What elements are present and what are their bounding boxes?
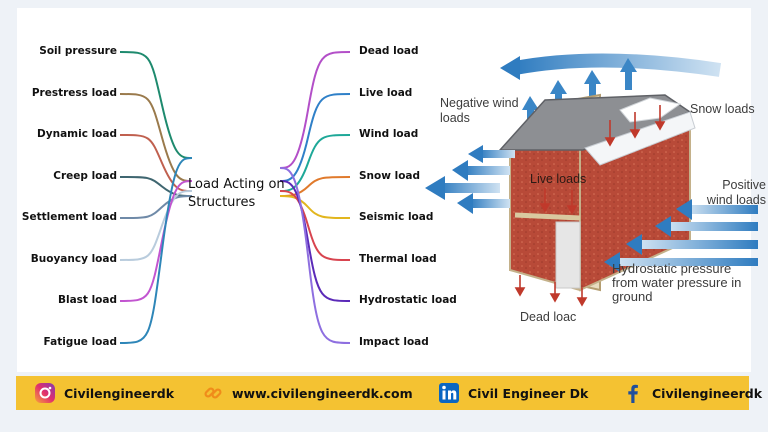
center-title: Load Acting on Structures	[188, 177, 285, 210]
right-load-label: Thermal load	[359, 253, 437, 265]
left-load-label: Prestress load	[31, 87, 117, 99]
instagram-icon	[35, 383, 55, 403]
suction-wind-arrows	[425, 145, 515, 214]
positive-wind-arrows	[604, 199, 758, 272]
left-load-label: Buoyancy load	[30, 253, 117, 265]
right-load-label: Live load	[359, 87, 413, 99]
left-load-label: Blast load	[57, 294, 117, 306]
live-loads-label: Live loads	[530, 172, 587, 186]
left-connector-line	[119, 180, 193, 302]
instagram-handle: Civilengineerdk	[64, 385, 175, 401]
linkedin-link[interactable]: Civil Engineer Dk	[438, 376, 588, 410]
link-icon	[204, 387, 222, 399]
facebook-link[interactable]: Civilengineerdk	[622, 376, 762, 410]
linkedin-icon	[439, 383, 459, 403]
right-load-label: Impact load	[359, 336, 429, 348]
left-load-label: Fatigue load	[43, 336, 117, 348]
right-connector-line	[279, 167, 351, 344]
negative-wind-label: Negative wind loads	[440, 96, 519, 125]
left-connector-line	[119, 190, 193, 261]
website-url: www.civilengineerdk.com	[232, 385, 413, 401]
snow-loads-label: Snow loads	[690, 102, 755, 116]
left-load-label: Dynamic load	[37, 128, 117, 140]
left-connector-line	[119, 134, 193, 192]
facebook-handle: Civilengineerdk	[652, 385, 763, 401]
left-connector-line	[119, 51, 193, 159]
floor-slab	[514, 212, 581, 221]
doorway	[555, 221, 581, 289]
left-load-label: Settlement load	[21, 211, 117, 223]
footer-bar: Civilengineerdk www.civilengineerdk.com …	[16, 376, 762, 410]
snow-on-roof	[584, 111, 696, 166]
left-connector-line	[119, 195, 193, 219]
website-link[interactable]: www.civilengineerdk.com	[202, 376, 413, 410]
right-connector-line	[279, 134, 351, 192]
right-connector-line	[279, 51, 351, 169]
instagram-link[interactable]: Civilengineerdk	[34, 376, 174, 410]
left-connector-line	[119, 93, 193, 182]
facebook-icon	[628, 384, 638, 403]
left-connector-line	[119, 157, 193, 344]
right-connector-line	[279, 180, 351, 302]
right-load-label: Wind load	[359, 128, 419, 140]
right-connector-line	[279, 195, 351, 219]
hydrostatic-label: Hydrostatic pressure from water pressure…	[612, 261, 742, 304]
positive-wind-label: Positive wind loads	[706, 178, 766, 207]
right-load-label: Snow load	[359, 170, 421, 182]
left-load-label: Soil pressure	[39, 45, 117, 57]
right-connector-line	[279, 190, 351, 261]
right-load-label: Seismic load	[359, 211, 434, 223]
linkedin-name: Civil Engineer Dk	[468, 385, 589, 401]
right-load-label: Dead load	[359, 45, 419, 57]
red-load-arrows	[514, 105, 666, 307]
right-load-label: Hydrostatic load	[359, 294, 457, 306]
left-load-label: Creep load	[53, 170, 117, 182]
dead-load-label: Dead loac	[520, 310, 577, 324]
negative-wind-arrow-head	[500, 56, 520, 80]
negative-wind-arrow	[513, 53, 722, 77]
right-connector-line	[279, 93, 351, 182]
